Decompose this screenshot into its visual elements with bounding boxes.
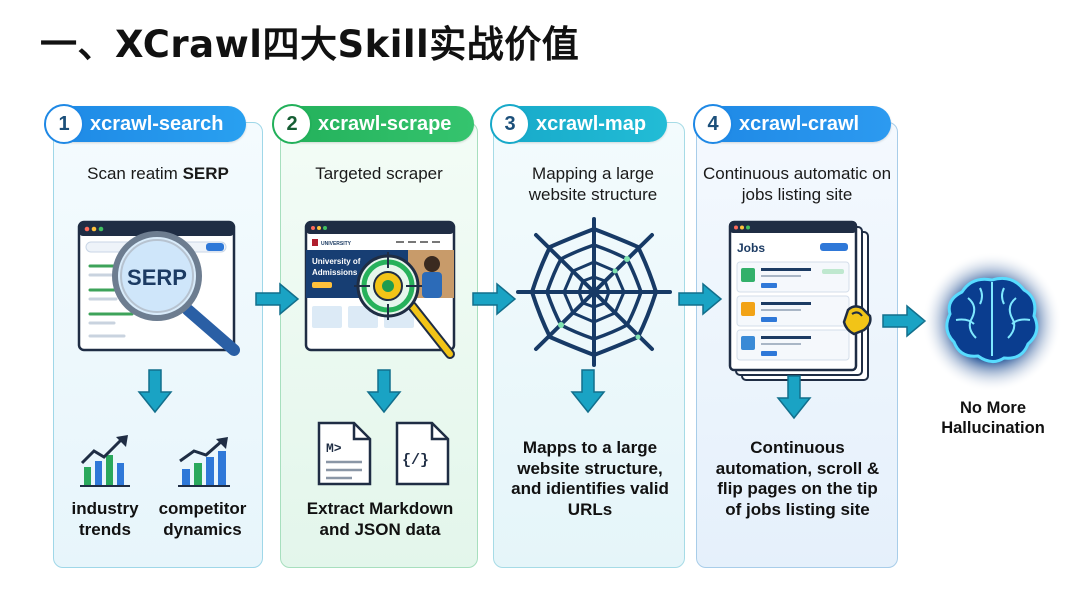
svg-text:M>: M>	[326, 441, 342, 456]
down-arrow-icon	[570, 369, 606, 414]
glowing-brain-icon	[922, 252, 1062, 392]
svg-text:Admissions: Admissions	[312, 268, 358, 277]
serp-browser-illustration: SERP	[77, 220, 240, 356]
down-arrow-icon	[137, 369, 173, 414]
skill-name: xcrawl-map	[536, 112, 647, 135]
skill-pill-scrape: 2 xcrawl-scrape	[272, 104, 474, 144]
json-file-icon: {/}	[395, 421, 450, 486]
svg-text:{/}: {/}	[402, 452, 429, 469]
skill-pill-search: 1 xcrawl-search	[44, 104, 246, 144]
down-arrow-icon	[776, 375, 812, 420]
page-title: 一、XCrawl四大Skill实战价值	[40, 23, 580, 66]
jobs-heading: Jobs	[737, 241, 765, 255]
skill-name: xcrawl-search	[90, 112, 224, 135]
skill-pill-map: 3 xcrawl-map	[490, 104, 667, 144]
step-number: 4	[693, 104, 733, 144]
skill-subtitle: Scan reatim SERP	[87, 164, 229, 183]
right-arrow-icon	[882, 304, 927, 338]
skill-name: xcrawl-crawl	[739, 112, 860, 135]
output-label: industry trends	[71, 499, 139, 539]
right-arrow-icon	[255, 282, 300, 316]
output-label: Continuous automation, scroll & flip pag…	[715, 438, 880, 519]
markdown-file-icon: M>	[317, 421, 372, 486]
skill-subtitle: Mapping a large website structure	[528, 164, 658, 204]
website-target-illustration: UNIVERSITY University of Admissions	[304, 220, 456, 359]
jobs-listing-illustration: Jobs	[728, 220, 872, 381]
step-number: 3	[490, 104, 530, 144]
bar-chart-icon	[178, 437, 230, 487]
svg-text:University of: University of	[312, 257, 361, 266]
uptrend-chart-icon	[80, 435, 130, 487]
skill-subtitle: Targeted scraper	[315, 164, 443, 183]
step-number: 2	[272, 104, 312, 144]
skill-name: xcrawl-scrape	[318, 112, 452, 135]
skill-subtitle: Continuous automatic on jobs listing sit…	[702, 164, 892, 204]
serp-label: SERP	[127, 265, 187, 290]
svg-text:UNIVERSITY: UNIVERSITY	[321, 241, 352, 247]
output-label: competitor dynamics	[158, 499, 247, 539]
result-label: No More Hallucination	[941, 399, 1045, 437]
right-arrow-icon	[472, 282, 517, 316]
skill-pill-crawl: 4 xcrawl-crawl	[693, 104, 891, 144]
output-label: Extract Markdown and JSON data	[306, 499, 454, 539]
panel-map	[493, 122, 685, 568]
output-label: Mapps to a large website structure, and …	[511, 438, 669, 519]
right-arrow-icon	[678, 282, 723, 316]
down-arrow-icon	[366, 369, 402, 414]
step-number: 1	[44, 104, 84, 144]
spider-web-icon	[516, 217, 672, 367]
